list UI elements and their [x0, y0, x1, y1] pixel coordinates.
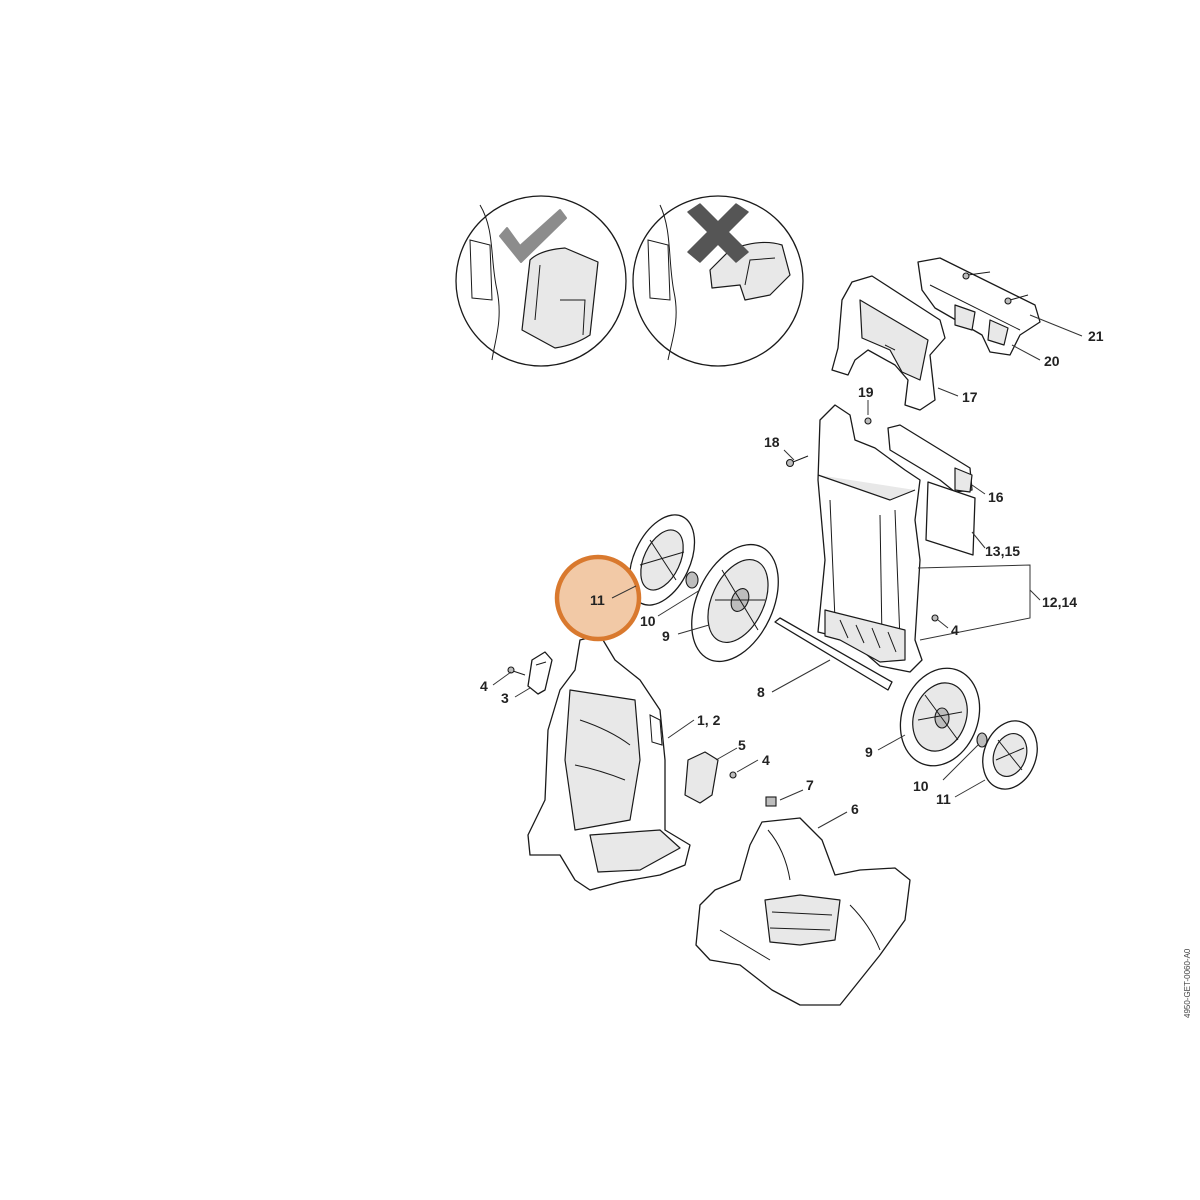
callout-8: 8: [757, 684, 765, 700]
cross-mark-icon: [687, 203, 749, 263]
part-1-2-housing: [527, 634, 691, 891]
part-10-washer-left: [685, 571, 699, 589]
leader-lines: [492, 314, 1083, 829]
part-21-screws: [962, 271, 1029, 305]
callout-11-highlight: 11: [590, 592, 605, 608]
callout-11-right: 11: [936, 791, 951, 807]
reference-code: 4950-GET-0060-A0: [1183, 948, 1192, 1018]
callout-9-right: 9: [865, 744, 873, 760]
callout-21: 21: [1088, 328, 1104, 344]
part-4-screw-mid: [729, 771, 737, 779]
callout-1-2: 1, 2: [697, 712, 721, 728]
part-3-clip: [527, 651, 553, 695]
rear-frame: [817, 404, 923, 673]
callout-12-14: 12,14: [1042, 594, 1077, 610]
inset-correct: [455, 195, 627, 367]
part-12-14-label-bracket: [917, 564, 1031, 641]
part-5-cover: [684, 751, 719, 804]
callout-13-15: 13,15: [985, 543, 1020, 559]
part-4-screw-left: [507, 666, 526, 676]
callout-10-left: 10: [640, 613, 656, 629]
part-4-screw-right: [931, 614, 939, 622]
callout-10-right: 10: [913, 778, 929, 794]
callout-17: 17: [962, 389, 978, 405]
part-20-bracket: [917, 257, 1041, 356]
callout-4-mid: 4: [762, 752, 770, 768]
part-13-15-label: [925, 481, 976, 556]
part-7-clip: [765, 796, 777, 807]
callout-6: 6: [851, 801, 859, 817]
part-9-wheel-right: [899, 667, 981, 767]
callout-7: 7: [806, 777, 814, 793]
part-16-bracket: [887, 424, 973, 493]
check-mark-icon: [499, 209, 567, 263]
callout-4-right: 4: [951, 622, 959, 638]
callout-labels: 21 20 17 19 18 16 13,15 12,14 4 11 10 9 …: [480, 328, 1104, 817]
part-6-base: [695, 817, 911, 1006]
callout-4-left: 4: [480, 678, 488, 694]
part-10-washer-right: [976, 732, 988, 748]
part-19-screw: [864, 417, 872, 425]
callout-3: 3: [501, 690, 509, 706]
part-11-hubcap-right: [982, 720, 1038, 790]
callout-5: 5: [738, 737, 746, 753]
part-9-wheel-left: [691, 543, 779, 663]
part-8-axle: [774, 617, 893, 691]
inset-incorrect: [632, 195, 804, 367]
part-17-handle: [831, 275, 946, 411]
callout-16: 16: [988, 489, 1004, 505]
callout-9-left: 9: [662, 628, 670, 644]
highlight-marker-11[interactable]: [554, 554, 642, 642]
part-18-screw: [785, 455, 809, 468]
part-11-hubcap-left: [628, 514, 696, 606]
callout-19: 19: [858, 384, 874, 400]
callout-18: 18: [764, 434, 780, 450]
callout-20: 20: [1044, 353, 1060, 369]
